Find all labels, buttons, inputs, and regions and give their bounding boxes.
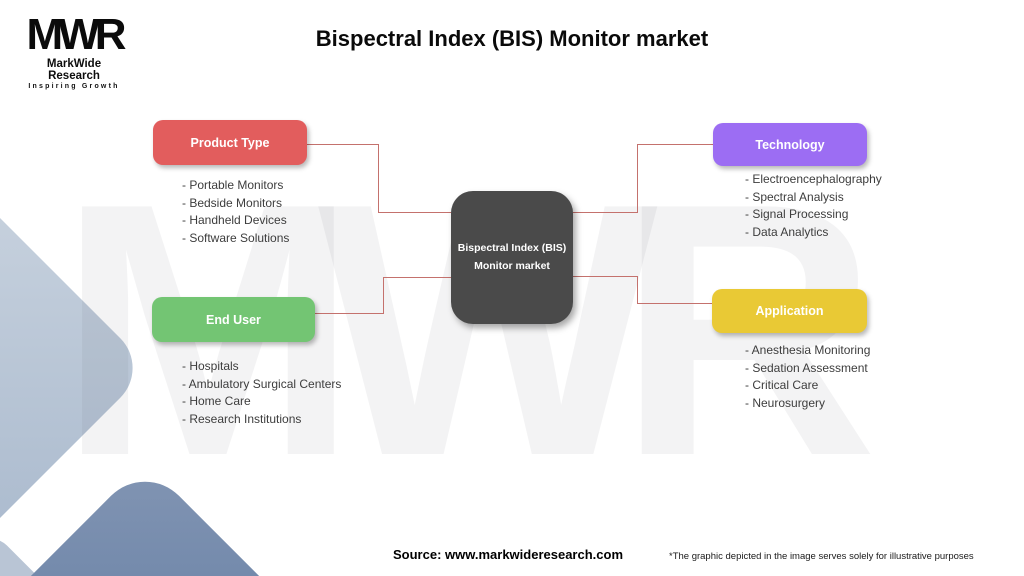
node-label: End User: [206, 312, 261, 327]
product-type-items: - Portable Monitors - Bedside Monitors -…: [182, 177, 289, 247]
list-item: - Hospitals: [182, 359, 239, 373]
list-item: - Data Analytics: [745, 224, 829, 239]
node-application: Application: [712, 289, 867, 333]
central-node-label-line1: Bispectral Index (BIS): [457, 242, 567, 255]
end-user-items: - Hospitals - Ambulatory Surgical Center…: [182, 358, 341, 428]
node-label: Product Type: [190, 135, 270, 150]
connector-segment: [378, 144, 379, 213]
connector-segment: [307, 144, 379, 145]
connector-segment: [573, 212, 637, 213]
list-item: - Research Institutions: [182, 411, 302, 426]
technology-items: - Electroencephalography - Spectral Anal…: [745, 171, 882, 241]
list-item: - Anesthesia Monitoring: [745, 343, 871, 357]
connector-segment: [383, 277, 384, 314]
list-item: - Critical Care: [745, 378, 819, 393]
source-text: Source: www.markwideresearch.com: [393, 547, 624, 562]
connector-segment: [637, 276, 638, 304]
node-technology: Technology: [713, 123, 867, 166]
list-item: - Ambulatory Surgical Centers: [182, 376, 342, 391]
list-item: - Home Care: [182, 394, 251, 409]
connector-segment: [637, 303, 713, 304]
page-title: Bispectral Index (BIS) Monitor market: [315, 26, 709, 51]
logo-company-name: MarkWide Research: [46, 58, 102, 82]
connector-segment: [315, 313, 383, 314]
central-node: Bispectral Index (BIS) Monitor market: [451, 191, 573, 324]
list-item: - Bedside Monitors: [182, 195, 283, 210]
node-label: Application: [755, 304, 824, 318]
list-item: - Sedation Assessment: [745, 360, 868, 375]
disclaimer-text: *The graphic depicted in the image serve…: [669, 551, 974, 562]
connector-segment: [383, 277, 451, 278]
markwide-logo: MWR MarkWide Research Inspiring Growth: [20, 10, 128, 91]
mwr-monogram-icon: MWR: [26, 10, 127, 59]
central-node-label-line2: Monitor market: [474, 259, 550, 272]
connector-segment: [637, 144, 713, 145]
application-items: - Anesthesia Monitoring - Sedation Asses…: [745, 342, 870, 412]
list-item: - Spectral Analysis: [745, 189, 844, 204]
list-item: - Software Solutions: [182, 230, 290, 245]
logo-tagline: Inspiring Growth: [28, 83, 120, 90]
connector-segment: [637, 144, 638, 213]
list-item: - Handheld Devices: [182, 213, 287, 228]
connector-segment: [573, 276, 637, 277]
node-end-user: End User: [152, 297, 315, 342]
list-item: - Portable Monitors: [182, 178, 284, 192]
node-label: Technology: [755, 137, 825, 152]
list-item: - Signal Processing: [745, 207, 849, 222]
list-item: - Neurosurgery: [745, 395, 826, 410]
connector-segment: [378, 212, 451, 213]
list-item: - Electroencephalography: [745, 172, 882, 186]
node-product-type: Product Type: [153, 120, 307, 165]
